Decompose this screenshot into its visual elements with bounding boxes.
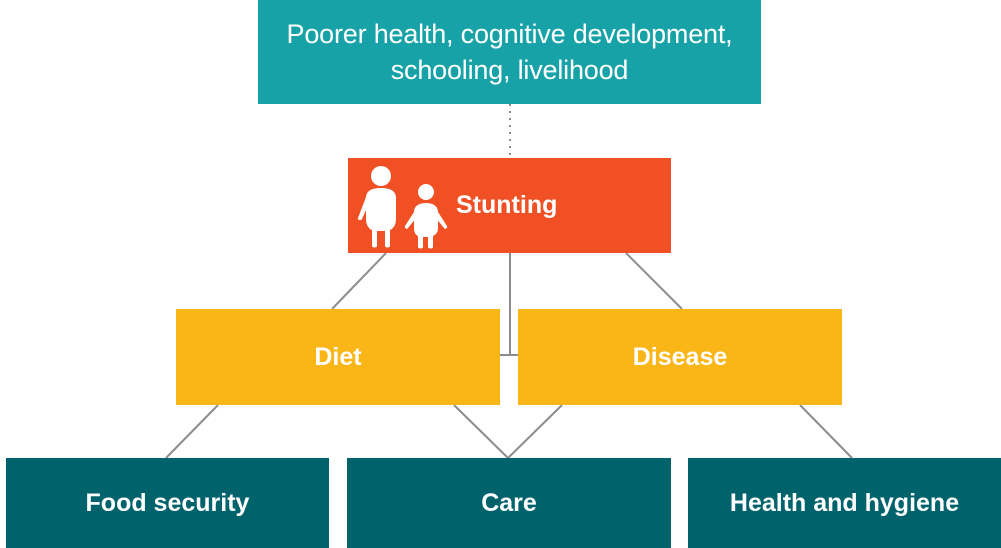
health-hygiene-label: Health and hygiene	[729, 488, 960, 517]
diet-care-connector	[453, 404, 509, 459]
outcome-line-1: Poorer health, cognitive development,	[286, 19, 733, 49]
diet-box: Diet	[176, 309, 500, 405]
food-security-label: Food security	[85, 488, 250, 517]
outcome-box: Poorer health, cognitive development, sc…	[258, 0, 761, 104]
diet-label: Diet	[314, 342, 362, 371]
children-icon	[357, 165, 448, 248]
stunting-disease-connector	[625, 252, 683, 310]
stunting-diet-connector	[331, 252, 387, 310]
health-hygiene-box: Health and hygiene	[688, 458, 1001, 548]
diet-food-security-connector	[165, 404, 219, 459]
disease-care-connector	[507, 404, 563, 459]
stunting-label: Stunting	[456, 191, 558, 219]
care-label: Care	[481, 488, 537, 517]
stunting-diet-disease-bracket-connector	[500, 253, 511, 356]
disease-box: Disease	[518, 309, 842, 405]
food-security-box: Food security	[6, 458, 329, 548]
disease-label: Disease	[632, 342, 728, 371]
outcome-line-2: schooling, livelihood	[390, 55, 629, 85]
stunting-box: Stunting	[348, 158, 671, 253]
care-box: Care	[347, 458, 671, 548]
disease-health-hygiene-connector	[799, 404, 853, 459]
